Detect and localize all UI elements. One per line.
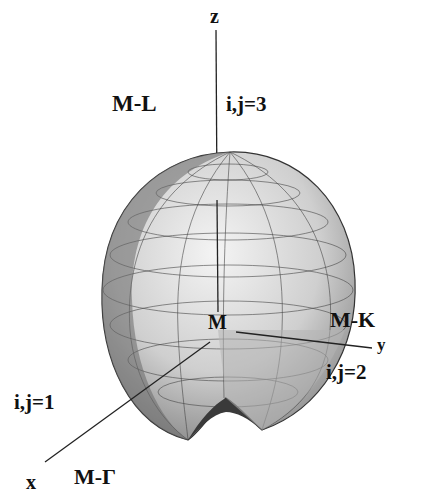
direction-label: M-K — [330, 309, 375, 331]
index-label: i,j=2 — [326, 362, 367, 383]
point-label: M — [208, 312, 227, 332]
index-label: i,j=1 — [14, 392, 55, 413]
y-axis — [236, 332, 372, 348]
x-axis — [45, 342, 210, 462]
shadow — [102, 152, 230, 440]
z-axis — [217, 200, 218, 312]
cut-plane — [218, 330, 345, 430]
axis-label: z — [210, 6, 219, 26]
surface-body — [102, 152, 355, 440]
direction-label: M-L — [112, 92, 157, 115]
axis-label: x — [26, 472, 36, 492]
direction-label: M-Γ — [74, 466, 116, 488]
index-label: i,j=3 — [226, 94, 267, 115]
axis-label: y — [377, 336, 386, 353]
